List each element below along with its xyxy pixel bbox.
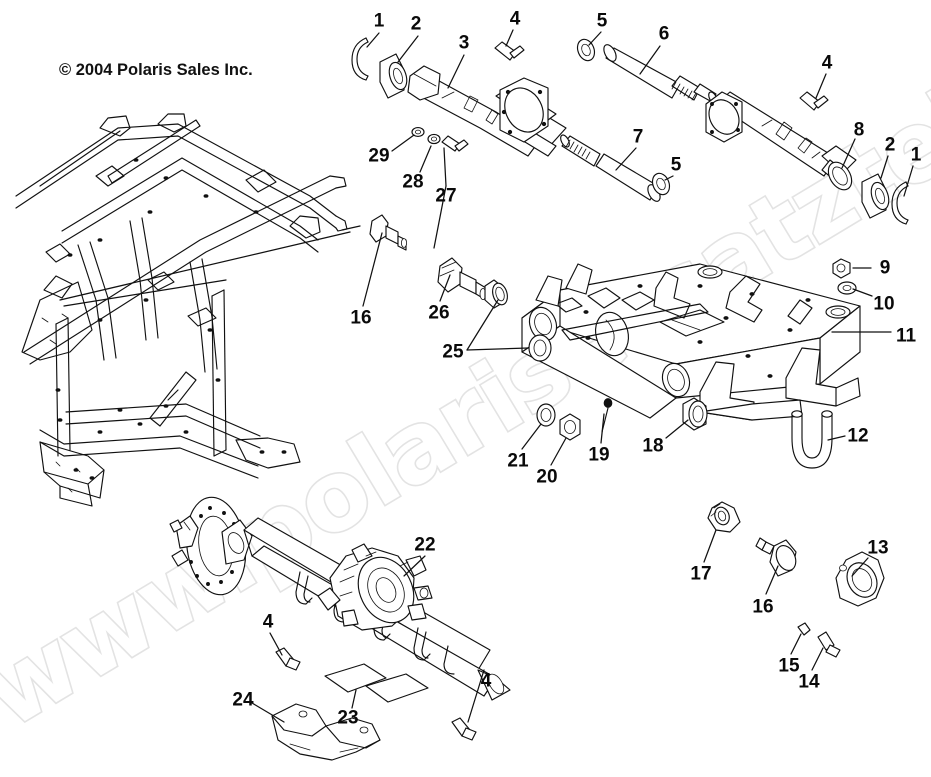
washer-pivot xyxy=(536,403,556,427)
screw xyxy=(817,631,841,658)
flange-bolt-top-left xyxy=(494,41,525,61)
nut-pivot xyxy=(559,413,581,441)
grease-fitting-right xyxy=(755,537,797,577)
snap-ring-right xyxy=(891,181,909,225)
bolt-small xyxy=(441,135,469,152)
callout-17-bolt-flanged: 17 xyxy=(690,563,712,585)
callout-8-seal-right: 8 xyxy=(853,119,865,141)
callout-4-flange-bolt-axle-left: 4 xyxy=(262,611,274,633)
callout-9-nut: 9 xyxy=(879,257,891,279)
leader-lines xyxy=(59,29,914,723)
callout-5-seal-lower: 5 xyxy=(670,154,682,176)
copyright-notice: © 2004 Polaris Sales Inc. xyxy=(59,61,253,79)
flange-bolt-top-right xyxy=(799,91,829,111)
chassis-frame-weldment xyxy=(15,113,348,507)
callout-16-grease-fitting-left: 16 xyxy=(350,307,372,329)
flat-washer xyxy=(427,133,441,145)
callout-12-u-bolt: 12 xyxy=(847,425,869,447)
skid-plate xyxy=(271,703,381,761)
pivot-bushing-lower xyxy=(528,334,552,362)
callout-15-stud-nut: 15 xyxy=(778,655,800,677)
callout-4-flange-bolt-top-left: 4 xyxy=(509,8,521,30)
callout-21-washer-pivot: 21 xyxy=(507,450,529,472)
seal-upper xyxy=(576,38,596,62)
shim-plates xyxy=(324,663,429,703)
stud-nut xyxy=(797,622,811,636)
mount-bracket xyxy=(835,551,885,607)
bushing-right xyxy=(682,397,708,431)
washer xyxy=(837,281,857,295)
callout-29-lock-washer: 29 xyxy=(368,145,390,167)
callout-22-rear-axle-assembly: 22 xyxy=(414,534,436,556)
callout-20-nut-pivot: 20 xyxy=(536,466,558,488)
callout-3-axle-housing-left: 3 xyxy=(458,32,470,54)
axle-shaft-lower xyxy=(560,134,661,202)
callout-10-washer: 10 xyxy=(873,293,895,315)
rear-frame-weldment xyxy=(521,263,861,421)
nut xyxy=(832,258,851,279)
axle-housing-left xyxy=(407,65,567,157)
callout-11-rear-frame-weldment: 11 xyxy=(895,325,917,347)
callout-1-snap-ring-right: 1 xyxy=(910,144,922,166)
callout-4-flange-bolt-top-right: 4 xyxy=(821,52,833,74)
u-bolt xyxy=(791,410,833,469)
callout-18-bushing-right: 18 xyxy=(642,435,664,457)
callout-27-bolt-small: 27 xyxy=(435,185,457,207)
flange-bolt-axle-right xyxy=(451,717,477,741)
callout-13-mount-bracket: 13 xyxy=(867,537,889,559)
bearing-right xyxy=(861,173,890,219)
pivot-bushing xyxy=(484,279,508,309)
callout-24-skid-plate: 24 xyxy=(232,689,254,711)
callout-26-pivot-bolt: 26 xyxy=(428,302,450,324)
callout-7-axle-shaft-lower: 7 xyxy=(632,126,644,148)
seal-lower xyxy=(651,172,671,196)
pivot-bolt xyxy=(437,257,487,301)
axle-shaft-upper xyxy=(603,44,718,105)
bearing-left xyxy=(379,53,408,99)
rear-axle-assembly xyxy=(169,496,511,701)
callout-2-bearing-right: 2 xyxy=(884,134,896,156)
grease-fitting-left xyxy=(369,214,407,251)
callout-6-axle-shaft-upper: 6 xyxy=(658,23,670,45)
callout-14-screw: 14 xyxy=(798,671,820,693)
callout-4-flange-bolt-axle-right: 4 xyxy=(480,670,492,692)
gearcase xyxy=(317,543,433,631)
callout-2-bearing-left: 2 xyxy=(410,13,422,35)
callout-19-cotter-pin: 19 xyxy=(588,444,610,466)
callout-28-flat-washer: 28 xyxy=(402,171,424,193)
callout-1-snap-ring-left: 1 xyxy=(373,10,385,32)
callout-25-pivot-bushing: 25 xyxy=(442,341,464,363)
callout-5-seal-upper: 5 xyxy=(596,10,608,32)
callout-16-grease-fitting-right: 16 xyxy=(752,596,774,618)
callout-23-shim-plates: 23 xyxy=(337,707,359,729)
bolt-flanged xyxy=(707,501,741,533)
snap-ring-left xyxy=(351,37,369,81)
lock-washer xyxy=(411,127,425,137)
axle-housing-right xyxy=(705,91,857,191)
